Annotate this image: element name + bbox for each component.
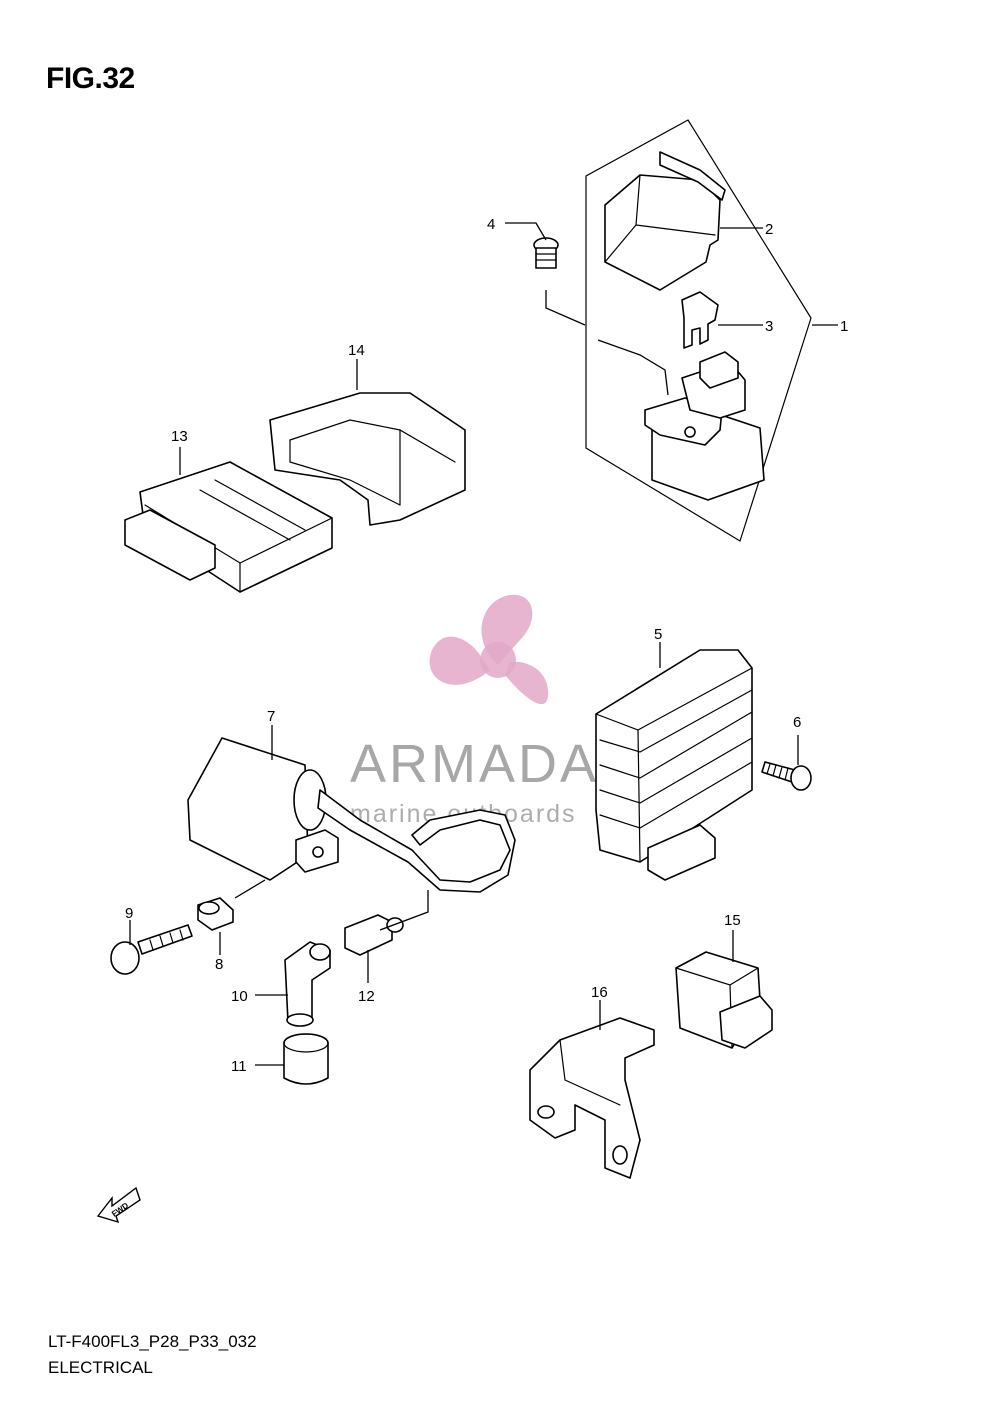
part-10-plug-cap <box>284 941 331 1027</box>
callout-9: 9 <box>125 905 133 922</box>
callout-7: 7 <box>267 708 275 725</box>
part-2-relay-cover <box>604 151 726 291</box>
armada-watermark: ARMADA marine outboards <box>350 594 599 828</box>
part-13-ecm-unit <box>124 461 333 593</box>
callout-8: 8 <box>215 956 223 973</box>
callout-14: 14 <box>348 342 365 359</box>
figure-code: LT-F400FL3_P28_P33_032 <box>48 1332 257 1351</box>
callout-10: 10 <box>231 988 248 1005</box>
part-6-bolt <box>761 761 812 791</box>
part-15-connector <box>675 951 773 1049</box>
callout-16: 16 <box>591 984 608 1001</box>
callout-4: 4 <box>487 216 495 233</box>
callout-13: 13 <box>171 428 188 445</box>
callout-1: 1 <box>840 318 848 335</box>
part-1-assembly-boundary <box>585 119 812 542</box>
part-8-spacer <box>197 897 234 931</box>
part-3-fuse <box>681 291 719 349</box>
watermark-brand: ARMADA <box>350 734 599 794</box>
propeller-logo-icon <box>429 594 549 705</box>
part-4-screw <box>533 237 559 269</box>
fwd-arrow-icon: FWD <box>96 1186 141 1224</box>
part-14-ecm-cover <box>269 392 466 526</box>
callout-12: 12 <box>358 988 375 1005</box>
part-12-cap <box>344 914 404 956</box>
leader-lines <box>129 222 838 1066</box>
part-5-regulator-rectifier <box>595 649 753 881</box>
figure-title: FIG.32 <box>46 62 135 95</box>
callout-2: 2 <box>765 221 773 238</box>
section-name: ELECTRICAL <box>48 1358 153 1377</box>
part-1-starter-relay <box>644 351 765 501</box>
part-16-bracket <box>529 1017 655 1179</box>
part-7-ignition-coil <box>187 737 516 893</box>
callout-11: 11 <box>231 1058 247 1075</box>
callout-5: 5 <box>654 626 662 643</box>
part-11-boot <box>283 1033 329 1085</box>
callout-3: 3 <box>765 318 773 335</box>
callout-6: 6 <box>793 714 801 731</box>
callout-15: 15 <box>724 912 741 929</box>
callout-labels: 1 2 3 4 5 6 7 8 9 10 11 12 13 14 15 16 <box>125 216 848 1075</box>
part-9-bolt <box>110 924 193 975</box>
